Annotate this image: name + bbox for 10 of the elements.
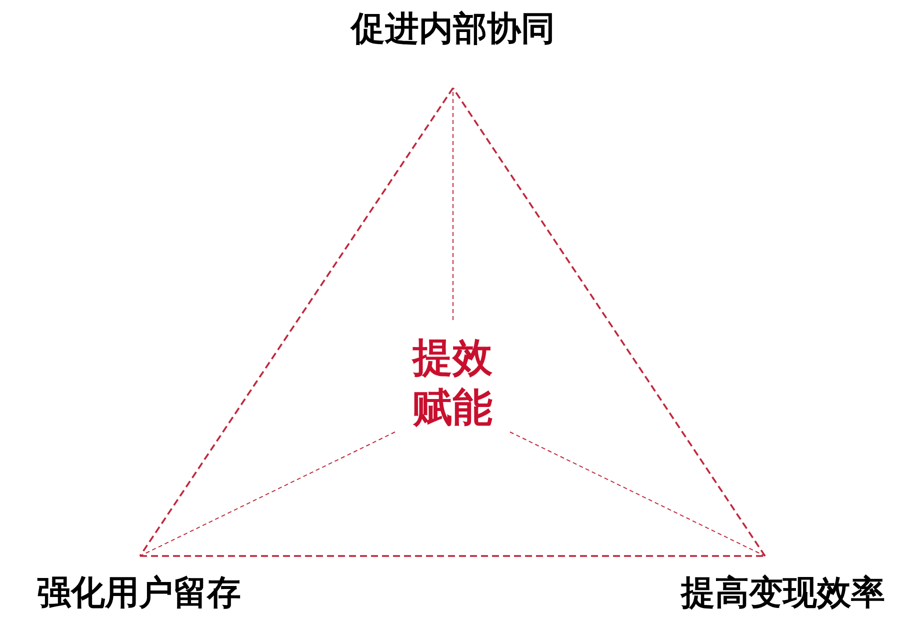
vertex-label: 促进内部协同: [351, 8, 555, 50]
dashed-line: [452, 88, 454, 320]
dashed-line: [140, 432, 396, 556]
vertex-label: 强化用户留存: [37, 572, 241, 614]
triangle-side: [452, 88, 766, 556]
center-label: 提效赋能: [412, 334, 492, 432]
triangle-side: [139, 88, 454, 556]
triangle-side: [140, 555, 765, 557]
vertex-label: 提高变现效率: [681, 572, 885, 614]
dashed-line: [510, 432, 766, 556]
